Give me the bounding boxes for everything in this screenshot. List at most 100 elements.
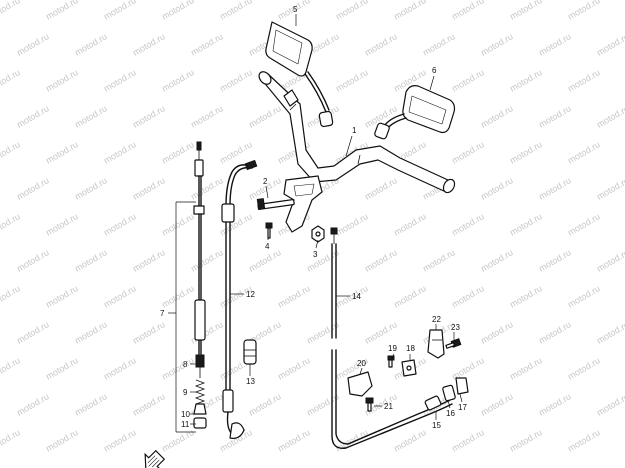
watermark-text: motod.ru: [73, 103, 109, 129]
callout-3: 3: [313, 250, 318, 259]
watermark-text: motod.ru: [537, 31, 573, 57]
callout-16: 16: [446, 409, 455, 418]
watermark-text: motod.ru: [537, 103, 573, 129]
watermark-text: motod.ru: [537, 175, 573, 201]
watermark-text: motod.ru: [247, 391, 283, 417]
watermark-text: motod.ru: [363, 31, 399, 57]
watermark-text: motod.ru: [392, 211, 428, 237]
watermark-text: motod.ru: [218, 139, 254, 165]
screw-19: [387, 355, 395, 368]
callout-17: 17: [458, 403, 467, 412]
clamp-nut: [311, 225, 325, 243]
watermark-text: motod.ru: [160, 427, 196, 453]
watermark-text: motod.ru: [131, 31, 167, 57]
spring-9: [194, 379, 206, 405]
watermark-text: motod.ru: [595, 103, 625, 129]
watermark-text: motod.ru: [276, 283, 312, 309]
watermark-text: motod.ru: [15, 175, 51, 201]
watermark-text: motod.ru: [44, 67, 80, 93]
watermark-text: motod.ru: [334, 211, 370, 237]
watermark-text: motod.ru: [0, 355, 22, 381]
watermark-text: motod.ru: [392, 283, 428, 309]
watermark-text: motod.ru: [44, 355, 80, 381]
watermark-text: motod.ru: [450, 283, 486, 309]
watermark-text: motod.ru: [160, 211, 196, 237]
callout-6: 6: [432, 66, 437, 75]
watermark-text: motod.ru: [102, 427, 138, 453]
adjuster-16: [442, 384, 456, 402]
watermark-text: motod.ru: [450, 0, 486, 22]
front-arrow-icon: [144, 449, 166, 468]
watermark-text: motod.ru: [131, 247, 167, 273]
callout-9: 9: [183, 388, 188, 397]
handlebar-clamp: [283, 175, 323, 233]
watermark-text: motod.ru: [595, 319, 625, 345]
callout-8: 8: [183, 360, 188, 369]
boot-10: [193, 403, 207, 415]
watermark-text: motod.ru: [73, 391, 109, 417]
watermark-text: motod.ru: [363, 247, 399, 273]
callout-19: 19: [388, 344, 397, 353]
screw-21: [365, 397, 374, 412]
callout-2: 2: [263, 177, 268, 186]
watermark-text: motod.ru: [247, 103, 283, 129]
watermark-text: motod.ru: [131, 391, 167, 417]
callout-labels: 5 6 1 2 3 4 7 8 9 10 11 12 13 14 15 16 1…: [160, 5, 467, 430]
watermark-text: motod.ru: [73, 319, 109, 345]
watermark-text: motod.ru: [44, 139, 80, 165]
watermark-text: motod.ru: [537, 319, 573, 345]
seal-8: [195, 354, 205, 378]
grommet-13: [243, 339, 257, 365]
callout-11: 11: [181, 420, 190, 429]
watermark-text: motod.ru: [131, 175, 167, 201]
watermark-text: motod.ru: [508, 355, 544, 381]
watermark-text: motod.ru: [508, 67, 544, 93]
watermark-text: motod.ru: [160, 283, 196, 309]
watermark-text: motod.ru: [537, 391, 573, 417]
callout-20: 20: [357, 359, 366, 368]
watermark-text: motod.ru: [334, 0, 370, 22]
watermark-text: motod.ru: [508, 139, 544, 165]
watermark-text: motod.ru: [102, 283, 138, 309]
watermark-text: motod.ru: [160, 0, 196, 22]
watermark-text: motod.ru: [247, 247, 283, 273]
mirror-right: [374, 85, 456, 140]
leader-lines: [168, 14, 463, 433]
watermark-text: motod.ru: [102, 355, 138, 381]
callout-5: 5: [293, 5, 298, 14]
watermark-text: motod.ru: [44, 427, 80, 453]
watermark-text: motod.ru: [73, 31, 109, 57]
watermark-text: motod.ru: [537, 247, 573, 273]
watermark-text: motod.ru: [73, 175, 109, 201]
watermark-text: motod.ru: [334, 67, 370, 93]
watermark-text: motod.ru: [450, 67, 486, 93]
watermark-text: motod.ru: [15, 103, 51, 129]
watermark-text: motod.ru: [450, 355, 486, 381]
watermark-text: motod.ru: [218, 67, 254, 93]
watermark-text: motod.ru: [595, 247, 625, 273]
watermark-text: motod.ru: [0, 283, 22, 309]
watermark-text: motod.ru: [450, 211, 486, 237]
watermark-text: motod.ru: [276, 355, 312, 381]
watermark-text: motod.ru: [0, 211, 22, 237]
watermark-text: motod.ru: [566, 67, 602, 93]
watermark-text: motod.ru: [595, 31, 625, 57]
watermark-text: motod.ru: [595, 391, 625, 417]
watermark-text: motod.ru: [595, 175, 625, 201]
watermark-text: motod.ru: [450, 427, 486, 453]
watermark-text: motod.ru: [189, 31, 225, 57]
watermark-text: motod.ru: [218, 0, 254, 22]
watermark-text: motod.ru: [363, 175, 399, 201]
callout-22: 22: [432, 315, 441, 324]
watermark-text: motod.ru: [44, 211, 80, 237]
bracket-18: [401, 359, 417, 377]
watermark-text: motod.ru: [479, 247, 515, 273]
watermark-text: motod.ru: [102, 67, 138, 93]
watermark-text: motod.ru: [160, 355, 196, 381]
watermark-text: motod.ru: [102, 0, 138, 22]
callout-21: 21: [384, 402, 393, 411]
callout-13: 13: [246, 377, 255, 386]
watermark-text: motod.ru: [189, 103, 225, 129]
watermark-text: motod.ru: [73, 247, 109, 273]
